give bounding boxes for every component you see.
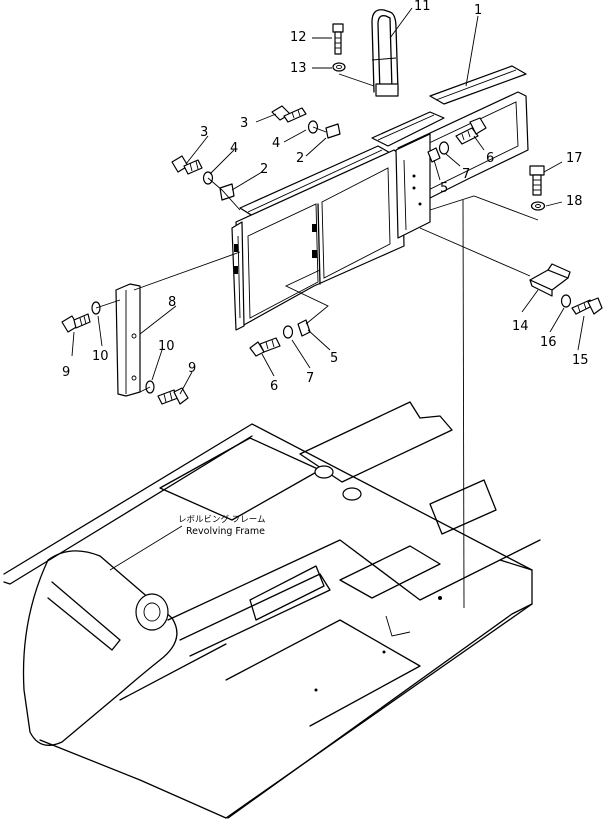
frame-label: レボルビング フレーム Revolving Frame xyxy=(178,514,265,537)
washer-16 xyxy=(560,294,572,308)
callout-1: 1 xyxy=(474,3,482,18)
frame-label-en: Revolving Frame xyxy=(186,526,265,537)
washer-7-lower xyxy=(282,325,294,339)
bolt-6-right xyxy=(455,117,487,145)
callout-17: 17 xyxy=(566,151,583,166)
bolt-12 xyxy=(332,23,344,55)
callout-8: 8 xyxy=(168,295,176,310)
callout-3b: 3 xyxy=(200,125,208,140)
bolt-9-upper xyxy=(61,313,91,333)
bolt-17 xyxy=(529,165,545,196)
frame-label-jp: レボルビング フレーム xyxy=(178,514,265,525)
callout-16: 16 xyxy=(540,335,557,350)
bolt-3-upper xyxy=(271,105,307,123)
cover-panel-assembly xyxy=(231,65,529,331)
bar-8 xyxy=(115,283,141,397)
callout-18: 18 xyxy=(566,194,583,209)
callout-12: 12 xyxy=(290,30,307,45)
callout-13: 13 xyxy=(290,61,307,76)
callout-14: 14 xyxy=(512,319,529,334)
bracket-14 xyxy=(529,263,571,297)
revolving-frame xyxy=(3,401,541,819)
callout-numbers: 1 11 12 13 3 4 2 3 4 2 6 7 5 17 18 8 9 1… xyxy=(62,0,589,394)
callout-4b: 4 xyxy=(230,141,238,156)
callout-9a: 9 xyxy=(62,365,70,380)
handle xyxy=(371,9,399,97)
bolt-9-lower xyxy=(157,387,189,405)
callout-7a: 7 xyxy=(462,167,470,182)
callout-7b: 7 xyxy=(306,371,314,386)
callout-10b: 10 xyxy=(158,339,175,354)
washer-7-right xyxy=(438,141,450,155)
callout-6b: 6 xyxy=(270,379,278,394)
nut-5-right xyxy=(427,147,441,163)
plate-2-left xyxy=(219,183,235,201)
plate-2-right xyxy=(325,123,341,139)
callout-5a: 5 xyxy=(440,181,448,196)
washer-13 xyxy=(332,62,346,72)
callout-leaders xyxy=(71,7,585,571)
callout-6a: 6 xyxy=(486,151,494,166)
callout-15: 15 xyxy=(572,353,589,368)
bolt-3-lower xyxy=(171,155,203,175)
callout-2b: 2 xyxy=(260,162,268,177)
callout-4a: 4 xyxy=(272,136,280,151)
leader-lines xyxy=(95,73,539,609)
bolt-15 xyxy=(571,297,603,315)
callout-10a: 10 xyxy=(92,349,109,364)
callout-5b: 5 xyxy=(330,351,338,366)
callout-2a: 2 xyxy=(296,151,304,166)
washer-18 xyxy=(530,201,546,211)
callout-3a: 3 xyxy=(240,116,248,131)
bolt-6-lower xyxy=(249,337,281,357)
callout-11: 11 xyxy=(414,0,431,14)
callout-9b: 9 xyxy=(188,361,196,376)
